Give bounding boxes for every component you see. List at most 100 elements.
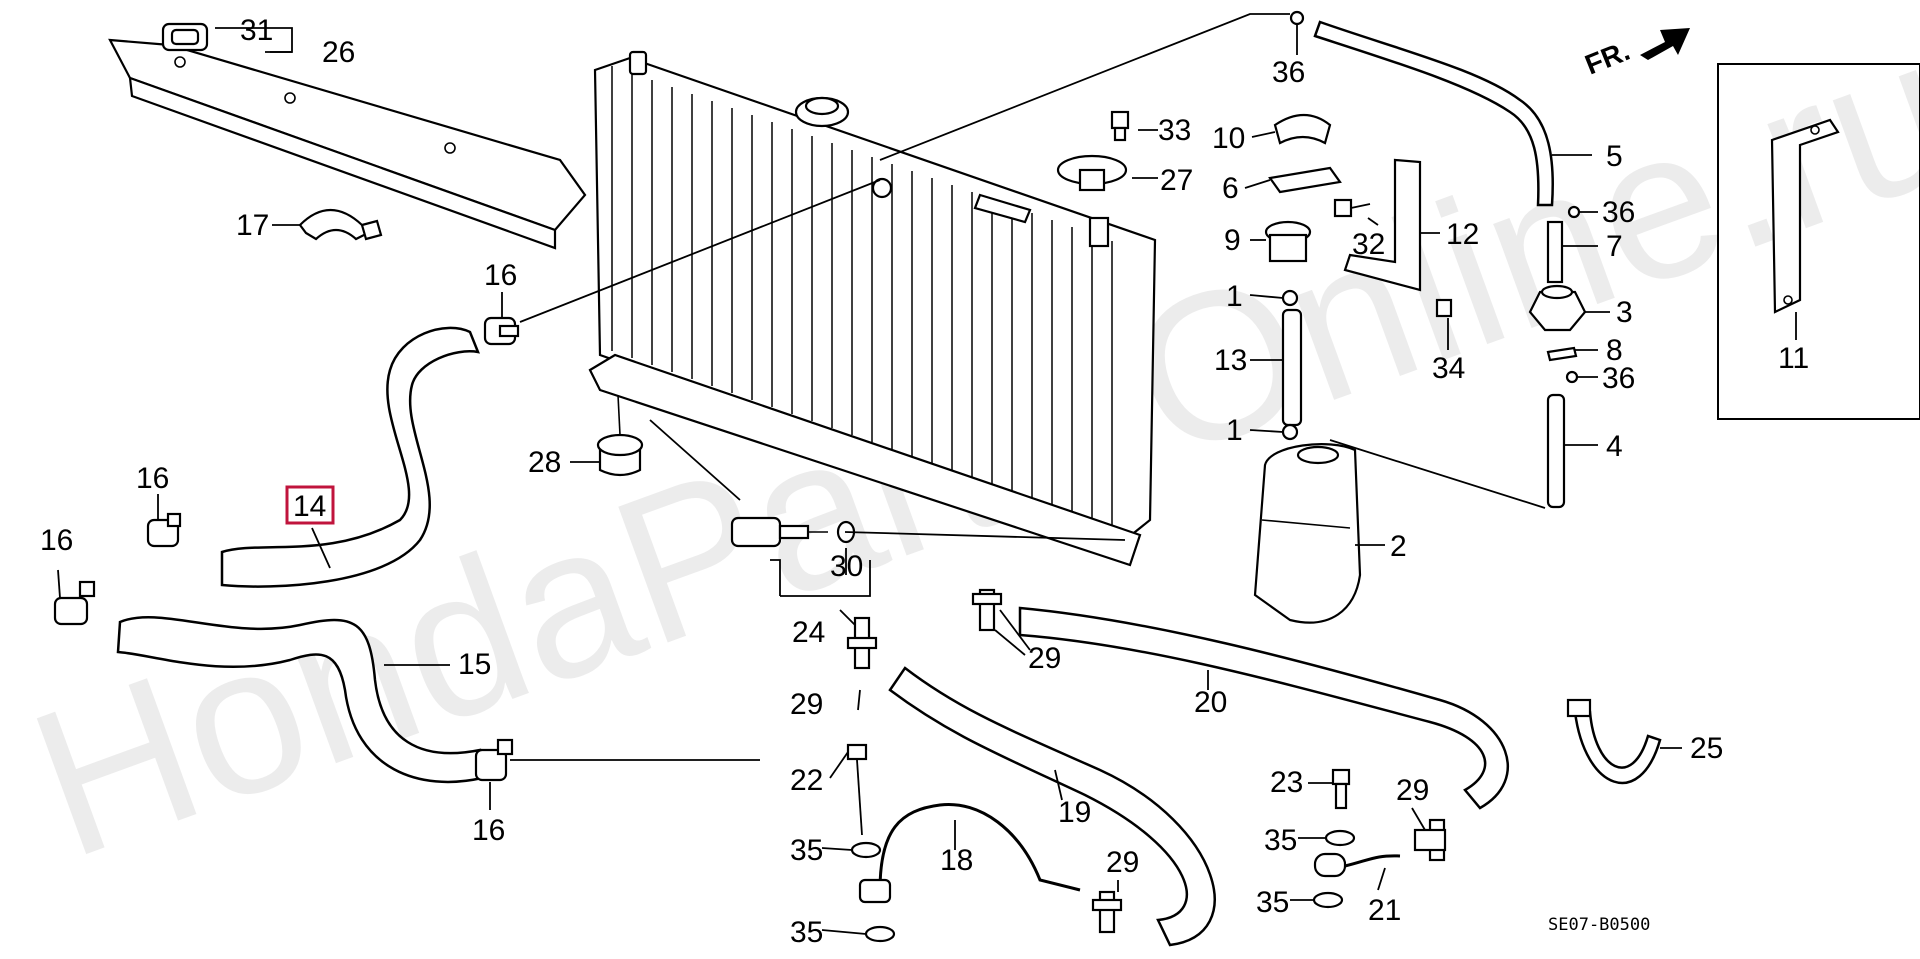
callout-31[interactable]: 31 [240,14,273,47]
callout-25[interactable]: 25 [1690,732,1723,765]
callout-8[interactable]: 8 [1606,334,1623,367]
clip-8[interactable] [1546,346,1578,362]
upper-radiator-hose-14[interactable] [220,326,480,588]
tube-4[interactable] [1546,393,1566,509]
washer-35-d[interactable] [1312,891,1344,909]
clip-1-upper[interactable] [1281,289,1299,307]
callout-1-lower[interactable]: 1 [1226,414,1243,447]
callout-29-b[interactable]: 29 [790,688,823,721]
callout-3[interactable]: 3 [1616,296,1633,329]
radiator[interactable] [588,50,1157,567]
callout-16-left[interactable]: 16 [136,462,169,495]
callout-36-top[interactable]: 36 [1272,56,1305,89]
clip-36-top[interactable] [1289,10,1305,26]
callout-22[interactable]: 22 [790,764,823,797]
callout-11[interactable]: 11 [1778,342,1809,375]
hose-clamp-16-far-left[interactable] [53,580,96,626]
bracket-12[interactable] [1343,158,1422,292]
callout-29-a[interactable]: 29 [1028,642,1061,675]
bolt-29-b[interactable] [846,616,878,670]
pipe-18[interactable] [878,802,1081,892]
callout-1-upper[interactable]: 1 [1226,280,1243,313]
bolt-32[interactable] [1333,198,1371,218]
callout-20[interactable]: 20 [1194,686,1227,719]
connector-7[interactable] [1546,220,1564,284]
bolt-29-d[interactable] [1413,818,1447,862]
clip-1-lower[interactable] [1281,423,1299,441]
drain-plug-28[interactable] [596,394,644,477]
heater-hose-20[interactable] [1018,606,1509,810]
callout-10[interactable]: 10 [1212,122,1245,155]
callout-19[interactable]: 19 [1058,796,1091,829]
callout-32[interactable]: 32 [1352,228,1385,261]
hose-clamp-17[interactable] [298,209,383,241]
washer-35-c[interactable] [1324,829,1356,847]
callout-16-upper[interactable]: 16 [484,259,517,292]
callout-26[interactable]: 26 [322,36,355,69]
callout-35-c[interactable]: 35 [1264,824,1297,857]
callout-28[interactable]: 28 [528,446,561,479]
callout-33[interactable]: 33 [1158,114,1191,147]
callout-7[interactable]: 7 [1606,230,1623,263]
bolt-22[interactable] [846,743,868,836]
heater-hose-19[interactable] [888,666,1216,947]
callout-29-d[interactable]: 29 [1396,774,1429,807]
callout-21[interactable]: 21 [1368,894,1401,927]
hose-clamp-16-left[interactable] [146,512,182,548]
callout-9[interactable]: 9 [1224,224,1241,257]
callout-23[interactable]: 23 [1270,766,1303,799]
hose-clamp-16-upper[interactable] [483,316,520,346]
callout-16-far-left[interactable]: 16 [40,524,73,557]
front-direction-indicator: FR. [1581,28,1690,81]
band-25[interactable] [1566,698,1662,785]
callout-numbers: 31 26 17 16 16 16 16 14 15 28 30 24 29 2… [40,14,1809,949]
callout-16-lower[interactable]: 16 [472,814,505,847]
callout-36-low[interactable]: 36 [1602,362,1635,395]
pipe-21[interactable] [1313,852,1401,878]
callout-15[interactable]: 15 [458,648,491,681]
reserve-tank-2[interactable] [1253,443,1362,624]
callout-5[interactable]: 5 [1606,140,1623,173]
callout-17[interactable]: 17 [236,209,269,242]
washer-35-b[interactable] [864,925,896,943]
callout-14[interactable]: 14 [293,490,326,523]
bolt-34[interactable] [1435,298,1453,318]
bracket-11[interactable] [1770,118,1840,314]
hose-5[interactable] [1313,20,1555,207]
washer-35-a[interactable] [850,841,882,859]
callout-29-c[interactable]: 29 [1106,846,1139,879]
valve-9[interactable] [1264,220,1312,263]
rubber-mount-31[interactable] [161,22,209,52]
callout-2[interactable]: 2 [1390,530,1407,563]
callout-24[interactable]: 24 [792,616,825,649]
callout-34[interactable]: 34 [1432,352,1465,385]
bolt-23[interactable] [1331,768,1351,810]
callout-12[interactable]: 12 [1446,218,1479,251]
cap-10[interactable] [1273,113,1332,145]
bolt-33[interactable] [1110,110,1130,142]
hose-clamp-16-lower[interactable] [474,738,514,782]
callout-36-mid[interactable]: 36 [1602,196,1635,229]
callout-18[interactable]: 18 [940,844,973,877]
callout-35-d[interactable]: 35 [1256,886,1289,919]
gasket-6[interactable] [1268,166,1342,194]
callout-4[interactable]: 4 [1606,430,1623,463]
clip-36-mid[interactable] [1567,205,1581,219]
callout-13[interactable]: 13 [1214,344,1247,377]
plate-27[interactable] [1056,154,1128,192]
callout-35-a[interactable]: 35 [790,834,823,867]
leader-lines [57,13,1797,935]
front-arrow-icon [1640,28,1690,60]
bolt-29-a[interactable] [971,588,1003,632]
callout-6[interactable]: 6 [1222,172,1239,205]
tube-13[interactable] [1281,308,1303,427]
highlight-box [285,485,335,525]
temperature-sensor-24[interactable] [730,516,828,548]
clip-36-low[interactable] [1565,370,1579,384]
bolt-29-c[interactable] [1091,890,1123,934]
callout-35-b[interactable]: 35 [790,916,823,949]
callout-30[interactable]: 30 [830,550,863,583]
callout-27[interactable]: 27 [1160,164,1193,197]
